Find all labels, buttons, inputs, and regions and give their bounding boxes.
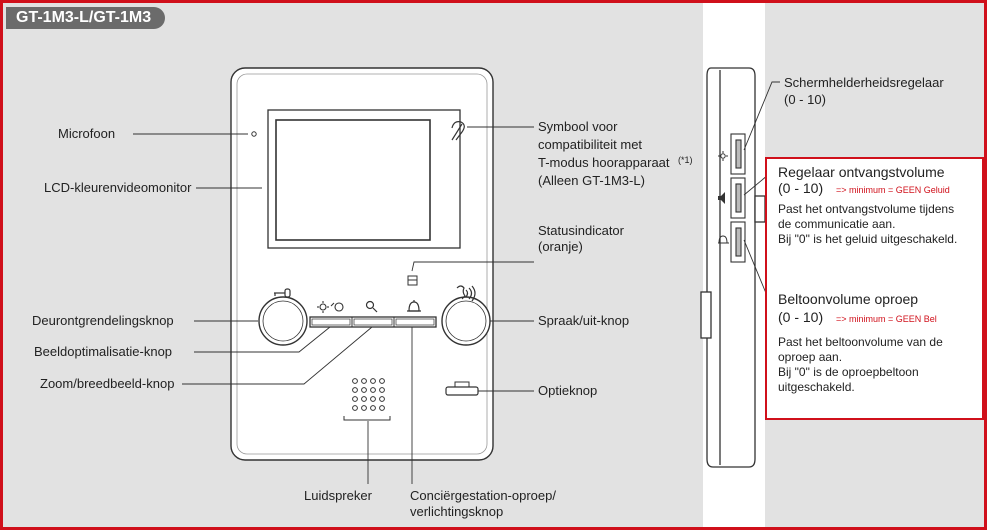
label-status-line2: (oranje)	[538, 239, 583, 254]
bell-icon	[718, 235, 729, 244]
key-icon	[274, 288, 291, 298]
label-ontvangst-desc1: Past het ontvangstvolume tijdens	[778, 202, 955, 216]
label-ontvangst-min: => minimum = GEEN Geluid	[836, 185, 950, 195]
talk-icon	[456, 285, 476, 302]
label-ontvangst-desc3: Bij "0" is het geluid uitgeschakeld.	[778, 232, 958, 246]
image-optimization-button[interactable]	[311, 318, 351, 326]
label-deurontgrendeling: Deurontgrendelingsknop	[32, 313, 174, 328]
brightness-icon	[317, 301, 344, 313]
door-release-button[interactable]	[258, 296, 308, 346]
label-luidspreker: Luidspreker	[304, 488, 372, 503]
label-beeldoptimalisatie: Beeldoptimalisatie-knop	[34, 344, 173, 359]
label-ontvangst-title: Regelaar ontvangstvolume	[778, 164, 945, 180]
label-zoom: Zoom/breedbeeld-knop	[40, 376, 175, 391]
label-status-line1: Statusindicator	[538, 223, 624, 238]
label-concierge-line2: verlichtingsknop	[410, 504, 504, 519]
label-beltoon-min: => minimum = GEEN Bel	[836, 314, 937, 324]
hearing-loop-icon	[451, 121, 465, 141]
side-control-brightness[interactable]	[730, 133, 746, 175]
side-control-ringtone-volume[interactable]	[730, 221, 746, 263]
label-ontvangst-desc2: de communicatie aan.	[778, 217, 896, 231]
side-control-receive-volume[interactable]	[730, 177, 746, 219]
label-beltoon-desc1: Past het beltoonvolume van de	[778, 335, 943, 349]
label-helderheid-range: (0 - 10)	[784, 92, 826, 107]
label-ontvangst-range: (0 - 10)	[778, 180, 824, 196]
label-symbool-line4: (Alleen GT-1M3-L)	[538, 173, 645, 188]
label-beltoon-title: Beltoonvolume oproep	[778, 291, 919, 307]
label-symbool-line3: T-modus hoorapparaat	[538, 155, 670, 170]
label-symbool-line2: compatibiliteit met	[538, 137, 643, 152]
speaker-icon	[718, 192, 725, 204]
speaker-grille	[352, 378, 385, 411]
label-optieknop: Optieknop	[538, 383, 598, 398]
bell-icon	[407, 300, 421, 312]
option-button[interactable]	[445, 386, 479, 396]
button-strip	[309, 316, 437, 328]
label-beltoon-desc4: uitgeschakeld.	[778, 380, 855, 394]
microphone-hole	[251, 131, 257, 137]
label-spraak: Spraak/uit-knop	[538, 313, 630, 328]
model-tab: GT-1M3-L/GT-1M3	[6, 7, 166, 29]
label-lcd: LCD-kleurenvideomonitor	[44, 180, 192, 195]
label-beltoon-range: (0 - 10)	[778, 309, 824, 325]
label-concierge-line1: Conciërgestation-oproep/	[410, 488, 556, 503]
zoom-icon	[365, 300, 378, 313]
brightness-icon	[718, 151, 728, 161]
talk-button[interactable]	[441, 296, 491, 346]
label-symbool-line1: Symbool voor	[538, 119, 618, 134]
label-helderheid-title: Schermhelderheidsregelaar	[784, 75, 944, 90]
volume-notes-box	[765, 157, 984, 420]
concierge-button[interactable]	[395, 318, 435, 326]
zoom-button[interactable]	[353, 318, 393, 326]
lcd-screen	[267, 109, 461, 249]
label-beltoon-desc3: Bij "0" is de oproepbeltoon	[778, 365, 919, 379]
label-beltoon-desc2: oproep aan.	[778, 350, 843, 364]
label-symbool-note: (*1)	[678, 155, 693, 165]
label-microfoon: Microfoon	[58, 126, 116, 141]
